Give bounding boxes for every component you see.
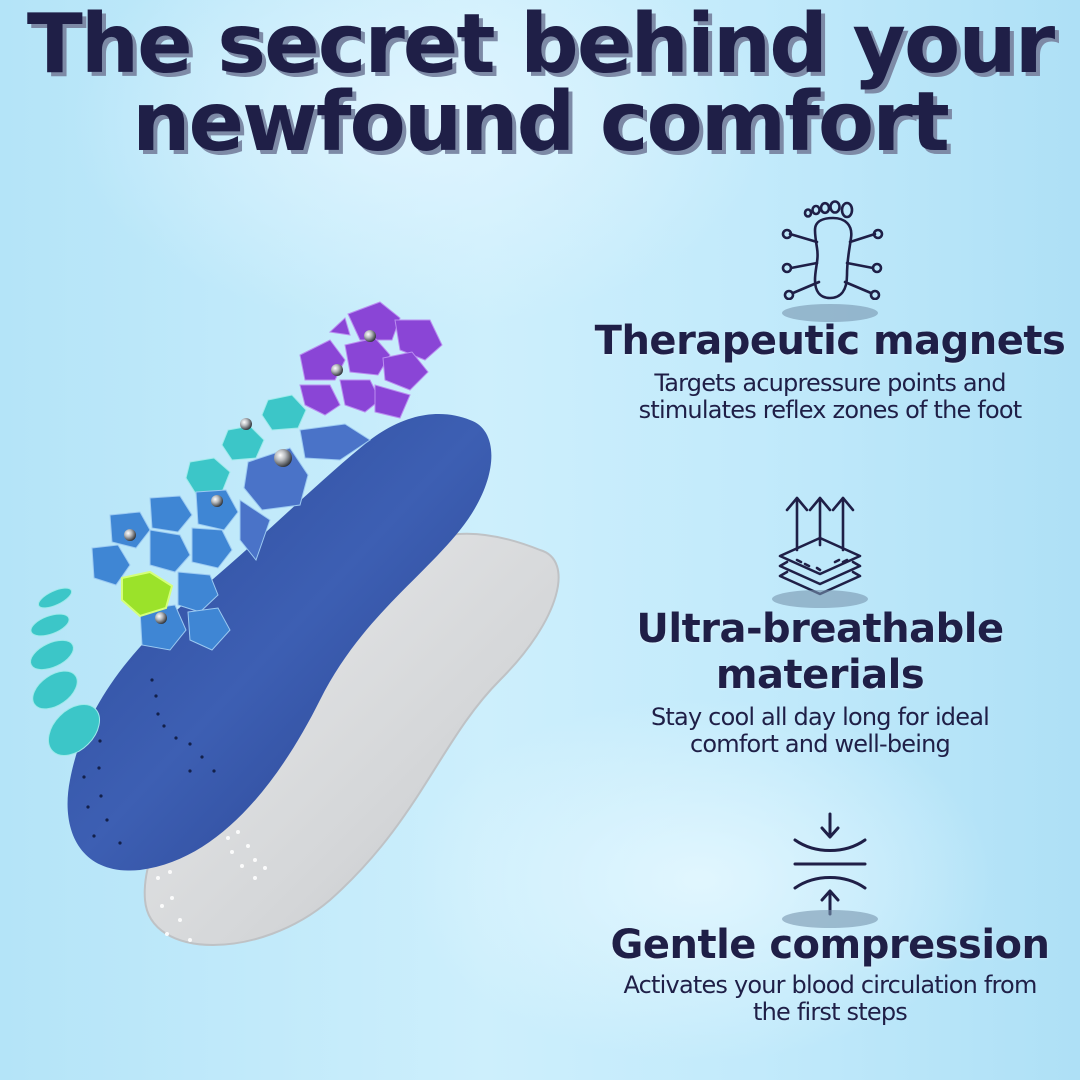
- feature-title-line-1: Ultra-breathable: [636, 606, 1004, 652]
- foot-reflex-icon-wrap: [775, 190, 885, 322]
- headline: The secret behind your newfound comfort: [0, 0, 1080, 170]
- compression-icon: [793, 812, 867, 916]
- feature-description-line-2: the first steps: [753, 998, 908, 1026]
- feature-description-line-1: Targets acupressure points and: [654, 369, 1006, 397]
- icon-shadow: [772, 590, 868, 608]
- breathable-layers-icon: [778, 496, 862, 596]
- feature-therapeutic-magnets: Therapeutic magnets Targets acupressure …: [580, 190, 1080, 424]
- feature-description-line-1: Stay cool all day long for ideal: [651, 703, 990, 731]
- feature-title: Gentle compression: [610, 922, 1050, 968]
- feature-description-line-2: comfort and well-being: [690, 730, 951, 758]
- feature-ultra-breathable: Ultra-breathable materials Stay cool all…: [600, 490, 1040, 758]
- feature-description-line-2: stimulates reflex zones of the foot: [638, 396, 1022, 424]
- toe-pads: [30, 587, 100, 756]
- insole-illustration: [0, 290, 600, 990]
- breathable-layers-icon-wrap: [765, 490, 875, 608]
- foot-reflex-icon: [781, 200, 884, 301]
- headline-line-2: newfound comfort: [132, 75, 950, 170]
- feature-title-line-2: materials: [715, 652, 925, 698]
- blue-pads: [91, 423, 371, 651]
- purple-pads: [299, 301, 443, 419]
- feature-gentle-compression: Gentle compression Activates your blood …: [580, 810, 1080, 1026]
- teal-pads: [185, 394, 307, 495]
- feature-title: Therapeutic magnets: [594, 318, 1066, 364]
- blue-top-layer: [67, 414, 492, 871]
- icon-shadow: [782, 910, 878, 928]
- headline-line-1: The secret behind your: [26, 0, 1055, 92]
- green-gel-pad: [121, 570, 174, 618]
- icon-shadow: [782, 304, 878, 322]
- feature-description-line-1: Activates your blood circulation from: [623, 971, 1037, 999]
- compression-icon-wrap: [775, 810, 885, 928]
- magnets: [124, 330, 376, 624]
